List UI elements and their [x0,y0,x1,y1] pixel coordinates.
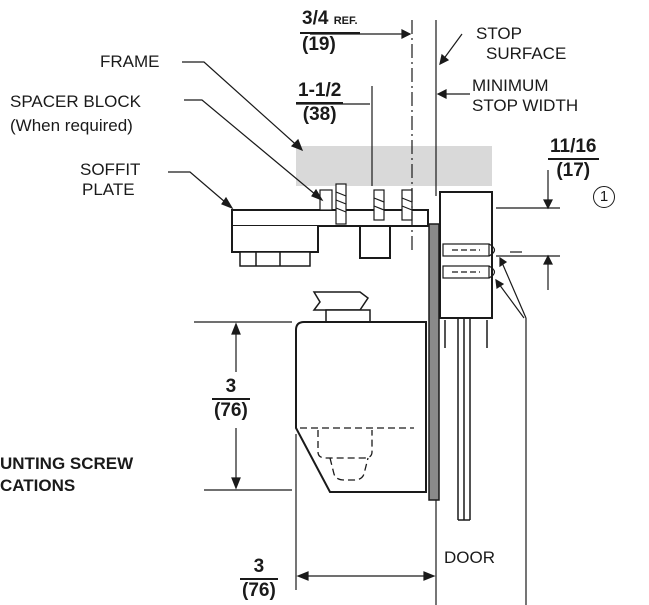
dim-three-horizontal: 3 (76) [240,556,278,601]
label-stop-surface-line2: SURFACE [486,44,567,63]
dim-one-half: 1-1/2 (38) [296,80,344,125]
closer-screws [442,243,496,279]
label-stop-surface-line1: STOP [476,24,522,43]
note-marker-1: 1 [593,186,615,208]
soffit-lower-body [231,226,319,253]
soffit-nut-block [239,251,311,267]
door-shape [428,223,440,501]
dim-three-vertical: 3 (76) [212,376,250,421]
operator-body [295,321,427,493]
label-spacer-block: SPACER BLOCK [10,92,142,111]
label-frame: FRAME [100,52,160,71]
label-soffit-line1: SOFFIT [80,160,141,179]
label-mounting-screw-line1: UNTING SCREW [0,454,134,473]
soffit-block-right [359,225,391,259]
label-spacer-block-note: (When required) [10,116,133,135]
frame-shape [296,146,492,186]
spacer-screws [319,183,413,225]
label-min-stop-width-line1: MINIMUM [472,76,549,95]
label-mounting-screw-line2: CATIONS [0,476,76,495]
soffit-plate-shape [231,209,429,227]
dimension-lines [168,20,560,605]
bracket-tab [312,291,370,311]
dim-ref-3-4: 3/4 REF. (19) [300,8,360,55]
label-door: DOOR [444,548,495,567]
dim-eleven-sixteenths: 11/16 (17) [548,136,599,181]
label-min-stop-width-line2: STOP WIDTH [472,96,579,115]
label-soffit-line2: PLATE [82,180,135,199]
